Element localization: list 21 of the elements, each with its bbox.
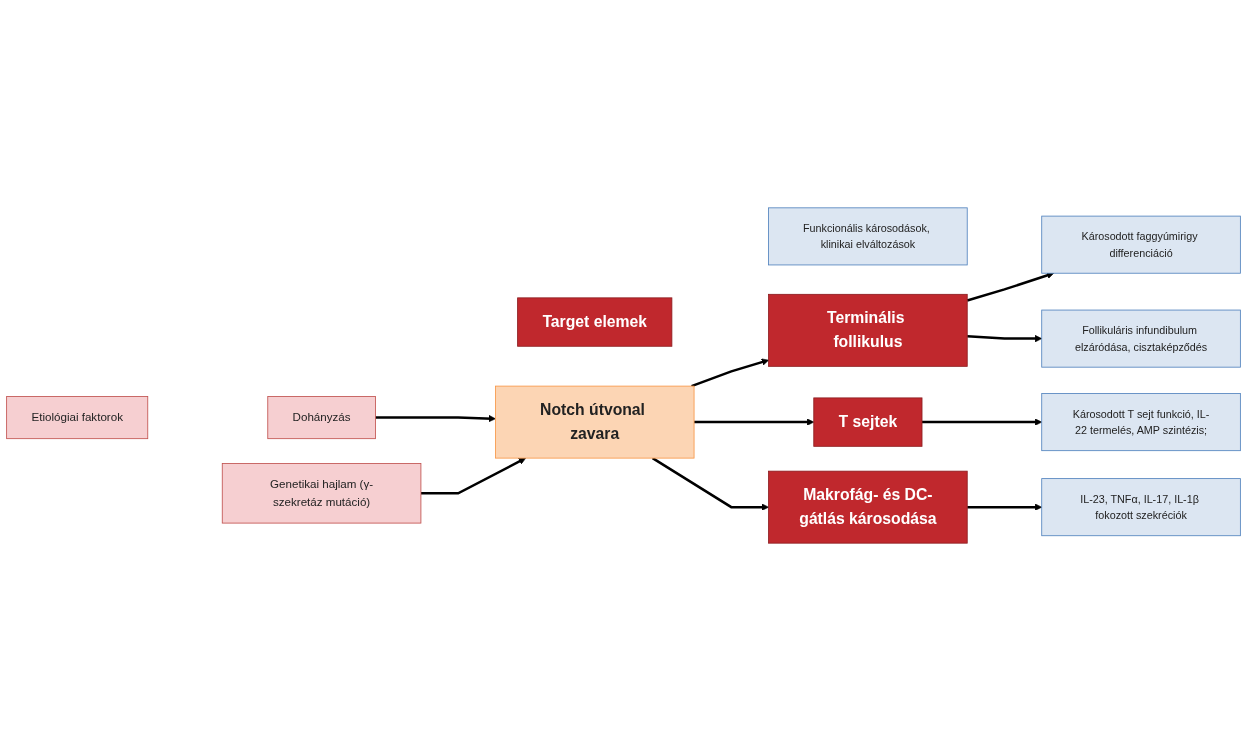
node-box: Target elemek [517,297,673,347]
node-box: Dohányzás [267,396,376,440]
arrow [691,358,769,388]
arrow [420,457,526,495]
arrow [922,418,1043,426]
node-box: Makrofág- és DC-gátlás károsodása [768,470,968,544]
node-box: T sejtek [813,397,923,447]
node-box: Károsodott faggyúmirigy differenciáció [1041,215,1241,274]
node-box: Follikuláris infundibulum elzáródása, cisztaképződés [1041,309,1241,368]
arrow [694,418,815,426]
arrow [375,414,496,423]
node-box: Funkcionális károsodások, klinikai elváltozások [768,207,968,266]
node-box: Károsodott T sejt funkció, IL-22 termelés, AMP szintézis; [1041,393,1241,452]
node-box: IL-23, TNFα, IL-17, IL-1β fokozott szekréciók [1041,478,1241,537]
node-box: Terminális follikulus [768,293,968,367]
arrow [967,334,1043,343]
arrow [967,503,1043,511]
node-box: Etiológiai faktorok [6,396,149,440]
node-box: Genetikai hajlam (γ-szekretáz mutáció) [221,463,422,524]
arrow [651,457,769,511]
node-box: Notch útvonal zavara [495,385,695,459]
